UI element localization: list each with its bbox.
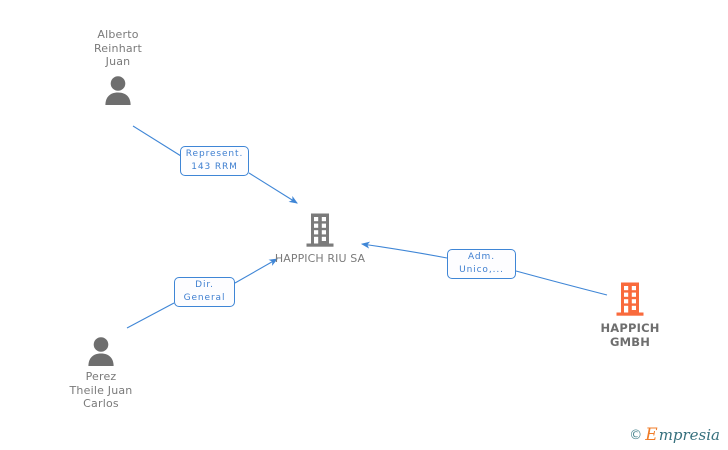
node-company-happich-gmbh[interactable]: HAPPICH GMBH xyxy=(560,281,700,349)
node-label: Perez Theile Juan Carlos xyxy=(69,370,133,410)
node-label: HAPPICH GMBH xyxy=(600,321,660,349)
empresia-watermark: © E mpresia xyxy=(629,427,720,444)
relation-label-adm-unico[interactable]: Adm. Unico,... xyxy=(447,249,516,279)
node-company-happich-riu-sa[interactable]: HAPPICH RIU SA xyxy=(250,212,390,266)
relation-label-text: Represent. 143 RRM xyxy=(185,149,244,172)
relation-label-text: Dir. General xyxy=(183,280,226,303)
node-label: Alberto Reinhart Juan xyxy=(93,28,143,68)
building-icon xyxy=(303,212,337,248)
copyright-icon: © xyxy=(629,428,643,443)
node-person-perez-theile-juan-carlos[interactable]: Perez Theile Juan Carlos xyxy=(31,336,171,411)
person-icon xyxy=(85,336,117,366)
relation-label-text: Adm. Unico,... xyxy=(459,252,504,275)
edge-represent-out xyxy=(248,172,298,204)
brand-name: mpresia xyxy=(658,426,720,444)
node-label: HAPPICH RIU SA xyxy=(274,252,366,265)
edge-represent-in xyxy=(132,125,182,157)
building-icon xyxy=(613,281,647,317)
relation-label-dir-general[interactable]: Dir. General xyxy=(174,277,235,307)
relation-label-represent[interactable]: Represent. 143 RRM xyxy=(180,146,249,176)
edge-dirgeneral-in xyxy=(126,302,175,329)
person-icon xyxy=(102,75,134,105)
node-person-alberto-reinhart-juan[interactable]: Alberto Reinhart Juan xyxy=(48,28,188,105)
brand-initial: E xyxy=(645,425,658,445)
